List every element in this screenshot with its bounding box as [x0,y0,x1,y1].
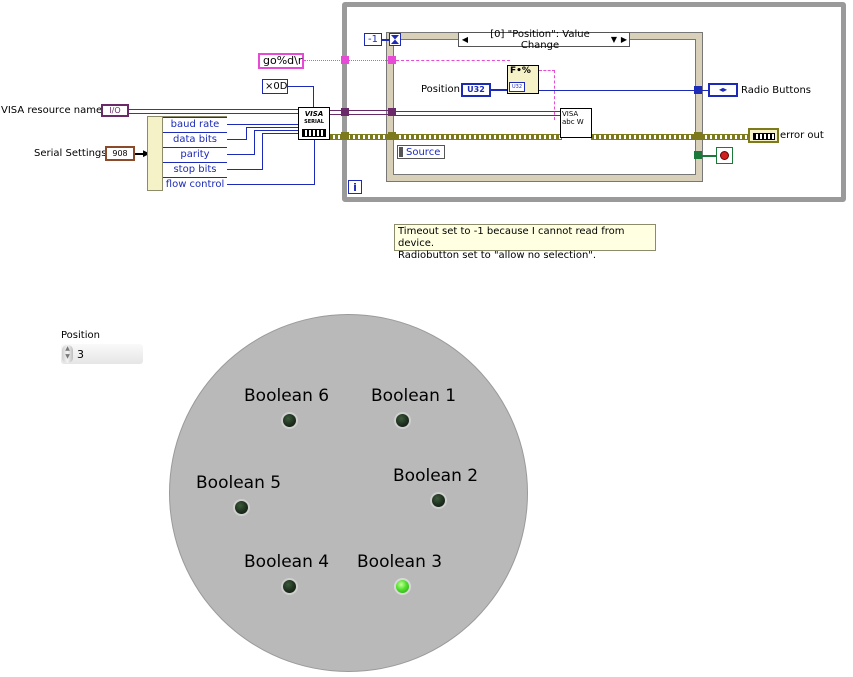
unbundle-by-name[interactable]: baud rate data bits parity stop bits flo… [147,116,227,191]
boolean-6-label: Boolean 6 [244,386,330,406]
event-case-selector[interactable]: ◀ [0] "Position": Value Change ▼ ▶ [458,29,630,51]
position-event-label: Position [421,84,460,95]
serial-settings-label: Serial Settings [34,148,107,159]
stop-button-icon[interactable] [716,147,733,164]
comment-line-1: Timeout set to -1 because I cannot read … [398,226,625,249]
boolean-2-led[interactable] [430,492,447,509]
boolean-5-led[interactable] [233,499,250,516]
u32-small-terminal: U32 [509,82,525,92]
boolean-4-led[interactable] [281,578,298,595]
radio-buttons-label: Radio Buttons [741,85,811,96]
visa-configure-serial-node[interactable]: VISA SERIAL [298,107,330,140]
serial-settings-terminal[interactable]: 908 [105,146,135,161]
source-label: Source [406,146,441,158]
hex-constant[interactable]: ×0D [262,79,288,94]
radio-buttons-terminal[interactable]: ◂▸ [708,83,738,97]
visa-serial-line1: VISA [304,110,324,118]
boolean-6-led[interactable] [281,412,298,429]
diagram-comment[interactable]: Timeout set to -1 because I cannot read … [394,224,656,261]
boolean-3-label: Boolean 3 [357,552,443,572]
format-into-string-node[interactable]: F•% U32 [507,65,539,94]
error-out-label: error out [780,130,824,141]
position-terminal[interactable]: U32 [461,83,491,97]
cluster-item-parity[interactable]: parity [163,147,227,161]
iteration-terminal[interactable]: i [348,180,362,194]
boolean-1-led[interactable] [394,412,411,429]
visa-write-node[interactable]: VISA abc W [560,108,592,138]
timeout-constant[interactable]: -1 [364,33,382,46]
position-numeric-control[interactable]: ▲▼ 3 [61,344,143,364]
visa-serial-line2: SERIAL [304,119,324,125]
boolean-5-label: Boolean 5 [196,473,282,493]
case-selector-label: [0] "Position": Value Change [490,28,590,51]
position-value[interactable]: 3 [77,348,84,361]
case-prev-icon[interactable]: ◀ [461,35,469,44]
case-dropdown-icon[interactable]: ▼ [610,35,618,44]
visa-resource-label: VISA resource name [1,105,103,116]
format-string-constant[interactable]: go%d\r [258,53,304,69]
cluster-item-data-bits[interactable]: data bits [163,132,227,146]
cluster-item-flow-control[interactable]: flow control [163,177,227,191]
boolean-1-label: Boolean 1 [371,386,457,406]
source-event-data[interactable]: Source [397,145,445,159]
increment-decrement-icon[interactable]: ▲▼ [62,345,73,363]
position-control-label: Position [61,330,100,341]
block-diagram: i -1 ◀ [0] "Position": Value Change ▼ ▶ … [0,0,853,261]
boolean-2-label: Boolean 2 [393,466,479,486]
visa-resource-terminal[interactable]: I/O [101,104,129,117]
case-next-icon[interactable]: ▶ [620,35,628,44]
error-out-terminal[interactable] [748,128,779,143]
radio-buttons-panel[interactable]: Boolean 6 Boolean 1 Boolean 5 Boolean 2 … [169,314,528,672]
hourglass-icon[interactable] [389,33,401,46]
boolean-3-led[interactable] [394,578,411,595]
cluster-item-baud-rate[interactable]: baud rate [163,117,227,131]
cluster-item-stop-bits[interactable]: stop bits [163,162,227,176]
boolean-4-label: Boolean 4 [244,552,330,572]
comment-line-2: Radiobutton set to "allow no selection". [398,250,597,261]
front-panel: Position ▲▼ 3 Boolean 6 Boolean 1 Boolea… [0,300,853,677]
